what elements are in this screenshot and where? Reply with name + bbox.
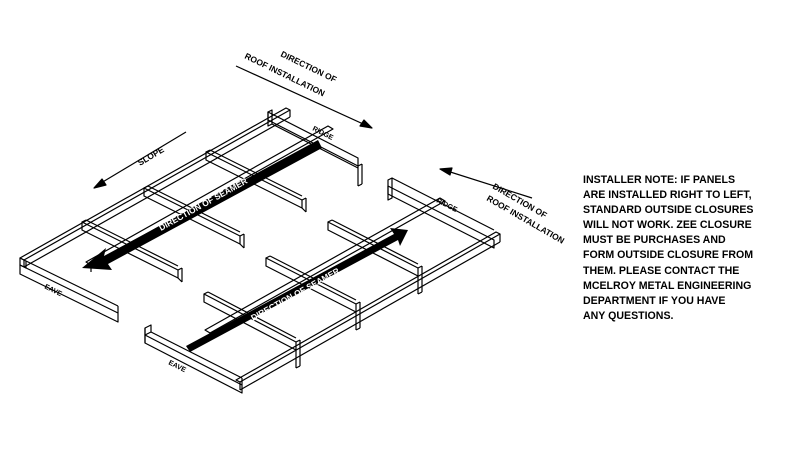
eave-label-left: EAVE [43, 284, 63, 299]
note-line: ANY QUESTIONS. [583, 309, 674, 322]
right-eave-girt [144, 324, 243, 394]
roof-installation-arrow-top [235, 65, 373, 129]
note-line: FORM OUTSIDE CLOSURE FROM [583, 249, 754, 262]
left-purlins [81, 149, 307, 283]
seamer-arrow-right: DIRECTION OF SEAMER [186, 228, 408, 352]
installer-note: INSTALLER NOTE: IF PANELS ARE INSTALLED … [583, 173, 793, 324]
slope-label: SLOPE [136, 144, 166, 168]
note-line: ARE INSTALLED RIGHT TO LEFT, [583, 189, 752, 202]
note-line: WILL NOT WORK. ZEE CLOSURE [583, 219, 752, 232]
note-line: INSTALLER NOTE: IF PANELS [583, 174, 736, 186]
right-roof-section [144, 177, 501, 394]
seamer-label-right: DIRECTION OF SEAMER [249, 266, 341, 323]
note-line: MUST BE PURCHASES AND [583, 234, 726, 247]
note-line: THEM. PLEASE CONTACT THE [583, 264, 740, 277]
right-purlins [203, 219, 423, 369]
note-line: DEPARTMENT IF YOU HAVE [583, 294, 726, 307]
note-line: MCELROY METAL ENGINEERING [583, 279, 752, 292]
slope-arrow [93, 131, 187, 189]
right-ridge-girt [387, 177, 495, 249]
eave-label-right: EAVE [167, 360, 187, 375]
roof-installation-arrow-right [439, 167, 533, 199]
note-line: STANDARD OUTSIDE CLOSURES [583, 204, 754, 217]
